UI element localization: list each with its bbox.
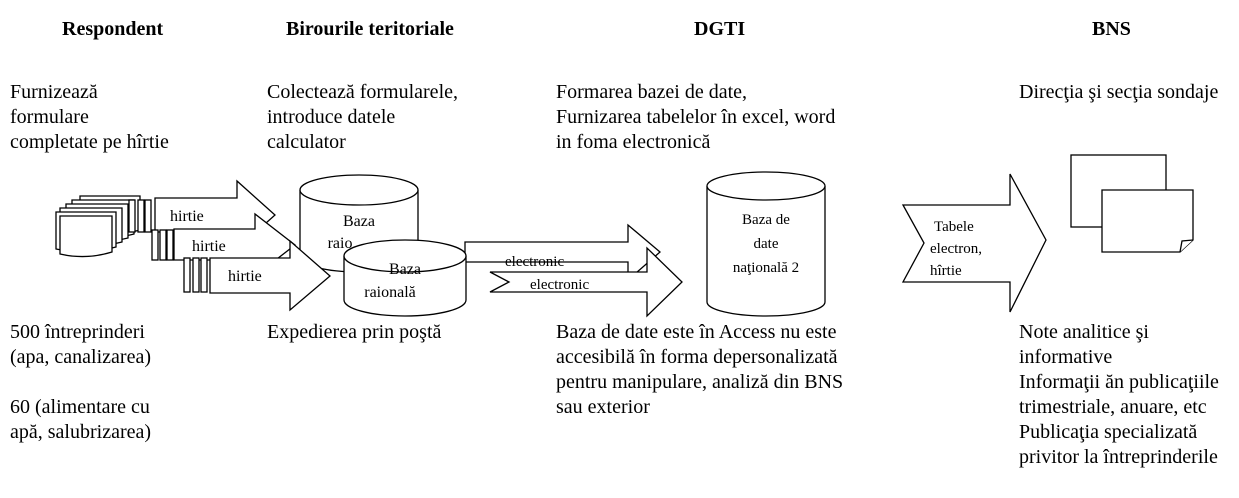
birouri-description: Colectează formularele, introduce datele… [267, 81, 458, 153]
birouri-notes: Expedierea prin poştă [267, 321, 442, 343]
db-raional-back-label-2: raio [328, 235, 353, 252]
respondent-description: Furnizează formulare completate pe hîrti… [10, 81, 169, 153]
arrow-hirtie-2-label: hirtie [192, 238, 226, 255]
db-national-label-1: Baza de [742, 212, 790, 228]
header-bns: BNS [1092, 18, 1131, 40]
documents-icon [1070, 154, 1194, 253]
bns-notes: Note analitice şi informative Informaţii… [1019, 321, 1219, 468]
arrow-tabele-label-3: hîrtie [930, 263, 962, 279]
arrow-tabele [901, 173, 1047, 313]
dgti-description: Formarea bazei de date, Furnizarea tabel… [556, 81, 836, 153]
respondent-notes: 500 întreprinderi (apa, canalizarea) 60 … [10, 321, 152, 443]
arrow-hirtie-1-label: hirtie [170, 208, 204, 225]
db-raional-front [343, 239, 467, 317]
dgti-notes: Baza de date este în Access nu este acce… [556, 321, 844, 418]
arrow-electronic-2 [489, 246, 683, 318]
paper-forms-stack-icon [55, 195, 141, 258]
db-raional-back-label-1: Baza [343, 213, 375, 230]
arrow-hirtie-3-label: hirtie [228, 268, 262, 285]
arrow-hirtie-3 [183, 239, 331, 312]
db-national [706, 171, 826, 317]
arrow-electronic-1-label: electronic [505, 254, 564, 270]
arrow-electronic-1 [464, 223, 661, 282]
arrow-tabele-label-2: electron, [930, 241, 982, 257]
arrow-electronic-2-label: electronic [530, 277, 589, 293]
bns-description: Direcţia şi secţia sondaje [1019, 81, 1219, 103]
db-national-label-3: naţională 2 [733, 260, 799, 276]
arrow-tabele-label-1: Tabele [934, 219, 974, 235]
header-dgti: DGTI [694, 18, 746, 40]
db-raional-front-label-1: Baza [389, 261, 421, 278]
header-respondent: Respondent [62, 18, 164, 40]
db-raional-front-label-2: raională [364, 284, 416, 301]
db-national-label-2: date [754, 236, 779, 252]
header-birouri-teritoriale: Birourile teritoriale [286, 18, 454, 40]
